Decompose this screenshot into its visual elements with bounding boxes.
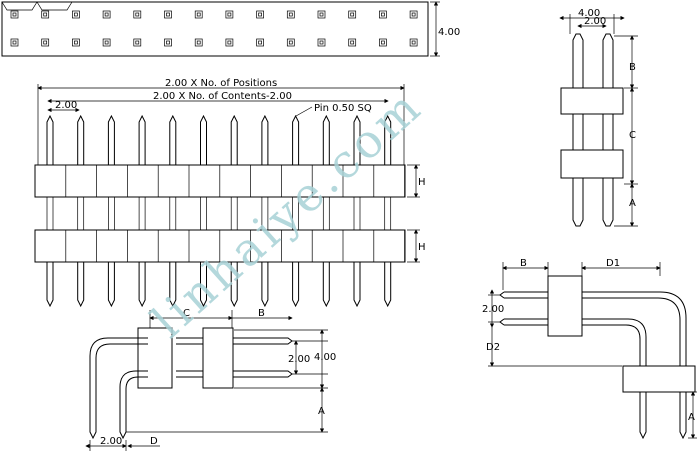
pin-square <box>72 10 80 19</box>
pin-square <box>409 10 418 19</box>
pin-square <box>256 10 264 19</box>
pin-square <box>41 38 50 47</box>
header-pin <box>353 114 361 308</box>
pin-square <box>379 38 387 47</box>
pin-square <box>379 10 387 19</box>
pin-square <box>348 10 357 19</box>
header-pin <box>138 114 146 308</box>
header-pin <box>322 114 330 308</box>
header-pin <box>384 114 392 308</box>
pin-square <box>102 38 111 47</box>
header-pin <box>292 114 300 308</box>
pin-square <box>10 38 19 47</box>
pin-square <box>256 38 264 47</box>
bl-height-dim: 4.00 <box>314 352 336 363</box>
side-view: 4.00 2.00 B C A <box>559 8 638 227</box>
header-pin <box>169 114 177 308</box>
pin-square <box>133 10 142 19</box>
header-pin <box>261 114 269 308</box>
pin-square <box>164 10 172 19</box>
contents-dim: 2.00 X No. of Contents-2.00 <box>153 91 292 102</box>
row-spacing-dim: 4.00 <box>438 27 460 38</box>
side-pitch-dim: 2.00 <box>584 16 606 27</box>
pin-square <box>164 38 172 47</box>
h-dim-lower: H <box>418 242 426 253</box>
pin-size-label: Pin 0.50 SQ <box>314 103 372 114</box>
ra-pitch-dim: 2.00 <box>482 304 504 315</box>
pin-square <box>317 38 326 47</box>
pin-square <box>10 10 19 19</box>
pin-square <box>72 38 80 47</box>
pin-square <box>317 10 326 19</box>
header-pin <box>77 114 85 308</box>
pin-square <box>225 10 234 19</box>
top-view: 4.00 <box>1 1 460 57</box>
bl-d-dim: D <box>150 436 158 447</box>
positions-dim: 2.00 X No. of Positions <box>165 78 277 89</box>
ra-b-dim: B <box>520 258 527 269</box>
bl-pitch-bottom-dim: 2.00 <box>100 436 122 447</box>
side-a-dim: A <box>629 198 636 209</box>
pin-square <box>41 10 50 19</box>
ra-d2-dim: D2 <box>486 342 500 353</box>
pin-square <box>133 38 142 47</box>
watermark: linhaiye.com <box>141 78 433 348</box>
side-width-dim: 4.00 <box>578 8 600 19</box>
pin-square <box>286 38 295 47</box>
side-b-dim: B <box>629 62 636 73</box>
pin-square <box>194 38 203 47</box>
header-pin <box>107 114 115 308</box>
ra-d1-dim: D1 <box>606 258 620 269</box>
pin-square <box>102 10 111 19</box>
pitch-dim: 2.00 <box>55 100 77 111</box>
pin-square <box>225 38 234 47</box>
header-pin <box>230 114 238 308</box>
ra-a-dim: A <box>688 412 695 423</box>
bl-a-dim: A <box>318 406 325 417</box>
dual-right-angle-view: C B 2.00 4.00 A 2.00 D <box>85 308 336 451</box>
h-dim-upper: H <box>418 177 426 188</box>
bl-b-dim: B <box>258 308 265 319</box>
pin-square <box>194 10 203 19</box>
bl-c-dim: C <box>183 308 190 319</box>
bl-pitch-dim: 2.00 <box>288 354 310 365</box>
right-angle-view: B D1 2.00 D2 A <box>482 258 697 440</box>
pin-square <box>286 10 295 19</box>
side-c-dim: C <box>629 130 636 141</box>
pin-square <box>409 38 418 47</box>
header-pin <box>46 114 54 308</box>
header-pin <box>200 114 207 308</box>
pin-square <box>348 38 357 47</box>
front-view: 2.00 X No. of Positions 2.00 X No. of Co… <box>34 78 426 308</box>
